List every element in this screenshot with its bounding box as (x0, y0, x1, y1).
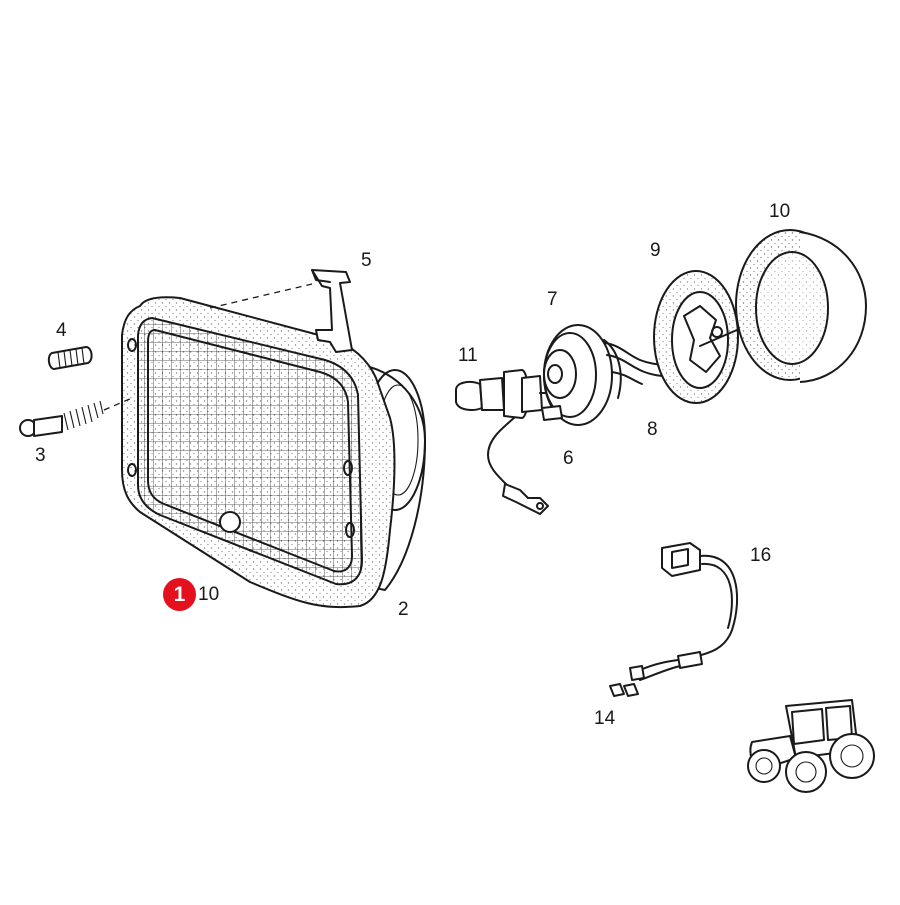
callout-2: 2 (398, 599, 409, 620)
screw-icon (19, 397, 133, 437)
position-badge: 1 (163, 578, 196, 611)
seal-ring-icon (735, 229, 867, 383)
callout-11: 11 (458, 345, 478, 366)
clip-icon (209, 269, 353, 353)
callout-5: 5 (361, 250, 372, 271)
callout-14: 14 (594, 708, 616, 729)
callout-7: 7 (547, 289, 558, 310)
callout-3: 3 (35, 445, 46, 466)
bulb-icon (455, 369, 563, 515)
callout-10-assembly: 10 (198, 584, 220, 605)
callout-6: 6 (563, 448, 574, 469)
bulb-holder-icon (541, 324, 622, 426)
callout-9: 9 (650, 240, 661, 261)
callout-10-seal: 10 (769, 201, 791, 222)
position-badge-number: 1 (173, 582, 186, 606)
callout-16: 16 (750, 545, 772, 566)
reflector-ring-icon (653, 270, 761, 404)
spring-icon (47, 346, 93, 370)
terminal-icon (609, 683, 639, 697)
cable-assembly-icon (629, 542, 738, 681)
tractor-icon (747, 699, 875, 793)
callout-4: 4 (56, 320, 67, 341)
callout-8: 8 (647, 419, 658, 440)
headlamp-housing-icon (121, 296, 426, 609)
